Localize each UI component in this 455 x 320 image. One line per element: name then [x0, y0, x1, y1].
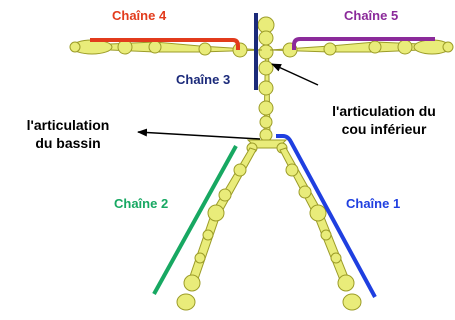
chain-1-label: Chaîne 1 — [346, 196, 400, 211]
chain-5-line — [292, 37, 435, 50]
chain-3-label: Chaîne 3 — [176, 72, 230, 87]
right-leg — [279, 147, 362, 311]
left-leg — [176, 147, 257, 311]
skeleton-figure — [69, 16, 454, 311]
pelvis-annotation-line-2: du bassin — [35, 135, 100, 151]
chain-4-line — [90, 38, 240, 50]
chain-5-label: Chaîne 5 — [344, 8, 398, 23]
pelvis-annotation-line-1: l'articulation — [27, 117, 110, 133]
left-arm — [69, 39, 263, 58]
pelvis-arrow — [137, 128, 261, 140]
pelvis — [246, 139, 288, 154]
chain-2-label: Chaîne 2 — [114, 196, 168, 211]
chain-2-line — [152, 145, 238, 295]
chain-4-label: Chaîne 4 — [112, 8, 167, 23]
right-arm — [269, 39, 454, 58]
chain-1-line — [276, 134, 377, 298]
spine — [257, 16, 275, 142]
neck-annotation-line-2: cou inférieur — [342, 121, 427, 137]
neck-annotation-line-1: l'articulation du — [332, 103, 436, 119]
neck-arrow — [271, 63, 319, 86]
